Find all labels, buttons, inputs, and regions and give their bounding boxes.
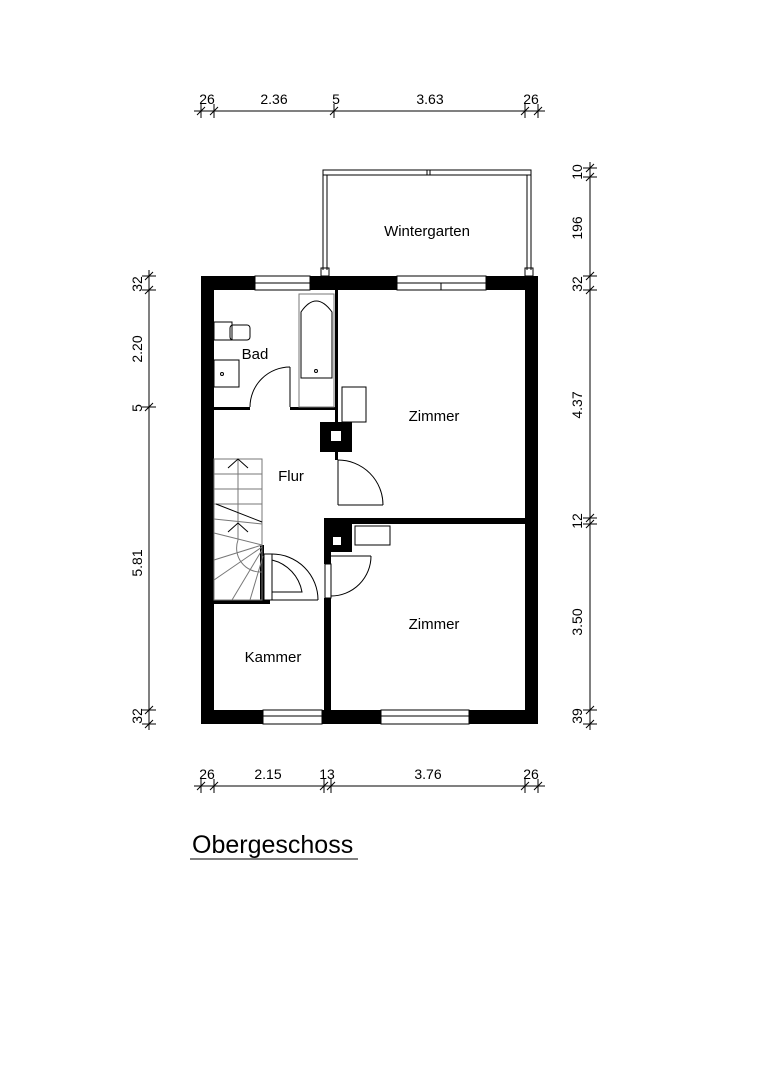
dim-label: 12 (569, 513, 585, 529)
dim-label: 26 (523, 91, 539, 107)
door-zimmer-bottom (324, 525, 391, 599)
dimension-bottom: 26 2.15 13 3.76 26 (194, 766, 545, 793)
dim-label: 196 (569, 216, 585, 240)
room-label-kammer: Kammer (245, 649, 302, 666)
door-zimmer-top (337, 386, 384, 506)
dim-label: 13 (319, 766, 335, 782)
dim-label: 32 (569, 276, 585, 292)
staircase (213, 458, 264, 601)
dimension-top: 26 2.36 5 3.63 26 (194, 91, 545, 118)
room-label-zimmer: Zimmer (409, 616, 460, 633)
door-bad (249, 366, 291, 408)
chimney-flue (331, 431, 341, 441)
bathroom-fixtures (213, 293, 335, 408)
dimension-left: 32 2.20 5 5.81 32 (129, 270, 156, 730)
dim-label: 4.37 (569, 391, 585, 418)
dim-label: 2.36 (260, 91, 287, 107)
door-kammer (263, 553, 319, 601)
plan-title: Obergeschoss (192, 831, 353, 859)
dim-label: 3.76 (414, 766, 441, 782)
room-label-wintergarten: Wintergarten (384, 223, 470, 240)
dim-label: 26 (199, 91, 215, 107)
dim-label: 3.50 (569, 608, 585, 635)
chimney-flue (333, 537, 341, 545)
dim-label: 5 (332, 91, 340, 107)
dim-label: 26 (523, 766, 539, 782)
dim-label: 2.20 (129, 335, 145, 362)
dim-label: 32 (129, 276, 145, 292)
room-label-zimmer: Zimmer (409, 408, 460, 425)
inner-walls (214, 290, 525, 710)
dim-label: 5.81 (129, 549, 145, 576)
windows (254, 275, 487, 725)
dim-label: 3.63 (416, 91, 443, 107)
dim-label: 26 (199, 766, 215, 782)
dim-label: 2.15 (254, 766, 281, 782)
room-label-flur: Flur (278, 468, 304, 485)
dim-label: 32 (129, 708, 145, 724)
dim-label: 10 (569, 164, 585, 180)
room-label-bad: Bad (242, 346, 269, 363)
dimension-right: 10 196 32 4.37 12 3.50 39 (569, 162, 597, 730)
dim-label: 5 (129, 404, 145, 412)
wintergarten (320, 169, 534, 277)
dim-label: 39 (569, 708, 585, 724)
outer-walls (201, 276, 538, 724)
